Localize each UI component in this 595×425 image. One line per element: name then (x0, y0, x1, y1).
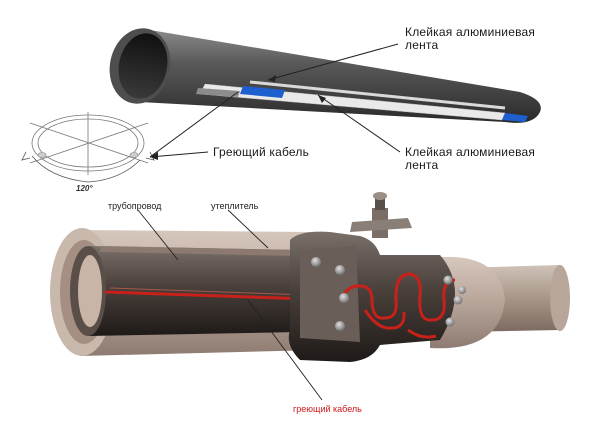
leader-arrows-top (150, 75, 326, 160)
heating-cable-red-label: греющий кабель (293, 404, 362, 414)
leader-lines-top (149, 43, 401, 158)
heating-cable-label: Греющий кабель (213, 145, 310, 159)
leader-lines-bottom (137, 209, 323, 401)
tape-label-bottom-line1: Клейкая алюминиевая (405, 145, 536, 159)
pipeline-label: трубопровод (108, 201, 162, 211)
bottom-assembly (50, 192, 570, 362)
flange-bolts (311, 257, 466, 331)
valve-coil-cable (338, 272, 456, 339)
top-pipe (109, 28, 541, 123)
tape-label-top-line1: Клейкая алюминиевая (405, 25, 536, 39)
angle-label: 120° (76, 184, 93, 193)
tape-label-top-line2: лента (405, 38, 439, 52)
insulation-label: утеплитель (211, 201, 259, 211)
cross-section-sketch (21, 112, 155, 183)
tape-label-bottom-line2: лента (405, 158, 439, 172)
